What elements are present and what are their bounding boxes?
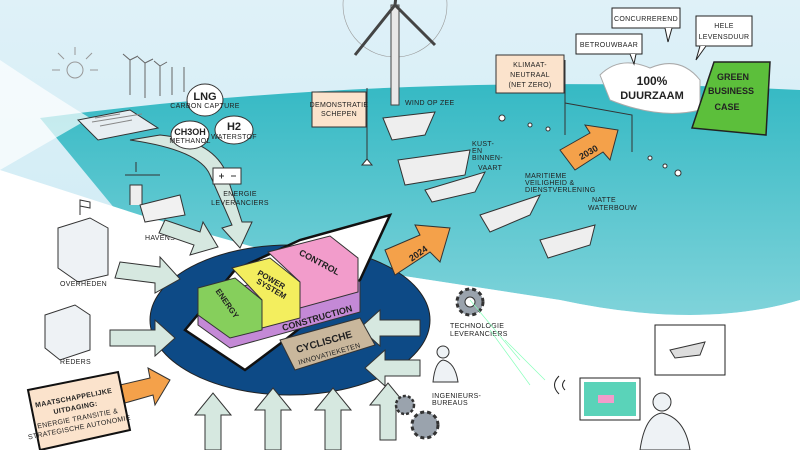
arrow-reders xyxy=(109,318,176,358)
buoys xyxy=(498,114,682,177)
cargo-ship-icon xyxy=(397,149,486,203)
natte-label-1: NATTE xyxy=(592,197,616,204)
ship-screen-bubble xyxy=(654,324,726,376)
fuel-hydrogen-title: H2 xyxy=(227,121,241,133)
fuel-lng-sub: CARBON CAPTURE xyxy=(170,103,240,110)
arrow-bottom-3 xyxy=(313,387,353,450)
fuel-hydrogen: H2 WATERSTOF xyxy=(211,115,257,145)
fuel-lng: LNG CARBON CAPTURE xyxy=(170,83,240,117)
arrow-bottom-2 xyxy=(253,387,293,450)
gear-icon xyxy=(455,287,485,317)
computer-monitor-icon xyxy=(579,377,641,421)
signal-lines xyxy=(469,299,546,386)
wind-ship-icon xyxy=(382,111,436,141)
tech-label-2: LEVERANCIERS xyxy=(450,331,508,338)
fuel-hydrogen-sub: WATERSTOF xyxy=(211,134,257,141)
demo-label-2: SCHEPEN xyxy=(321,111,357,118)
natte-label-2: WATERBOUW xyxy=(588,205,637,212)
pier xyxy=(564,60,633,152)
arrow-havens xyxy=(158,219,219,256)
book-label-1: GREEN xyxy=(717,72,749,82)
arrow-bottom-4 xyxy=(368,382,408,441)
fuel-methanol: CH3OH METHANOL xyxy=(169,120,210,150)
module-power-system xyxy=(231,257,301,329)
klimaat-label-3: (NET ZERO) xyxy=(509,82,552,89)
kust-binnenvaart-label: KUST- EN BINNEN- VAART xyxy=(472,141,503,172)
arrow-overheden xyxy=(114,255,181,294)
sun-icon xyxy=(52,47,98,79)
concurrerend-label: CONCURREREND xyxy=(614,16,678,23)
shore-haze xyxy=(0,60,90,170)
klimaat-label-1: KLIMAAT- xyxy=(513,62,547,69)
duurzaam-label-1: 100% xyxy=(637,74,668,88)
offshore-wind-turbine-icon xyxy=(342,0,448,106)
arrow-ingenieurs xyxy=(364,348,421,388)
book-label-2: BUSINESS xyxy=(708,86,754,96)
person-at-computer-icon xyxy=(639,392,691,450)
levensduur-label-1: HELE xyxy=(714,23,734,30)
stakeholder-arrows xyxy=(109,219,421,450)
modular-blocks: ENERGY POWER SYSTEM CONTROL CONSTRUCTION xyxy=(197,235,361,349)
betrouwbaar-label: BETROUWBAAR xyxy=(580,42,638,49)
battery-icon xyxy=(212,167,242,185)
demonstratie-schepen-flag: DEMONSTRATIE SCHEPEN xyxy=(310,88,374,166)
shipowners-building-icon xyxy=(44,304,91,361)
callout-levensduur: HELE LEVENSDUUR xyxy=(695,15,753,61)
ingenieurs-label-2: BUREAUS xyxy=(432,400,468,407)
maritiem-label-1: MARITIEME xyxy=(525,173,567,180)
tech-label-1: TECHNOLOGIE xyxy=(450,323,504,330)
milestone-2030-arrow: 2030 xyxy=(559,124,619,171)
demo-label-1: DEMONSTRATIE xyxy=(310,102,369,109)
solar-panel-icon xyxy=(76,109,160,141)
module-control xyxy=(266,235,359,309)
maritiem-label-3: DIENSTVERLENING xyxy=(525,187,596,194)
challenge-arrow xyxy=(119,367,171,407)
engineer-person-icon xyxy=(432,345,459,383)
dredger-icon xyxy=(539,224,596,259)
callout-betrouwbaar: BETROUWBAAR xyxy=(575,33,643,66)
energie-label-2: LEVERANCIERS xyxy=(211,200,269,207)
wind-farm-icon xyxy=(122,53,185,98)
kust-label-2: EN xyxy=(472,148,482,155)
levensduur-label-2: LEVENSDUUR xyxy=(699,34,750,41)
fuel-methanol-sub: METHANOL xyxy=(169,138,210,145)
kust-label-1: KUST- xyxy=(472,141,494,148)
fuel-methanol-title: CH3OH xyxy=(174,127,206,137)
wind-op-zee-label: WIND OP ZEE xyxy=(405,100,454,107)
arrow-bottom-1 xyxy=(193,392,233,450)
maritiem-label-2: VEILIGHEID & xyxy=(525,180,575,187)
fuel-lng-title: LNG xyxy=(193,91,216,103)
klimaat-label-2: NEUTRAAL xyxy=(510,72,550,79)
energie-label-1: ENERGIE xyxy=(223,191,257,198)
callout-concurrerend: CONCURREREND xyxy=(611,7,681,43)
gears-icon xyxy=(394,394,440,440)
overheden-label: OVERHEDEN xyxy=(60,281,107,288)
book-label-3: CASE xyxy=(714,102,739,112)
government-building-icon xyxy=(57,199,109,283)
ingenieurs-label-1: INGENIEURS- xyxy=(432,393,482,400)
patrol-ship-icon xyxy=(479,194,541,233)
duurzaam-burst xyxy=(599,62,701,114)
port-crane-icon xyxy=(125,162,186,223)
wifi-icon xyxy=(554,375,566,395)
duurzaam-label-2: DUURZAAM xyxy=(620,90,684,102)
kust-label-3: BINNEN- xyxy=(472,155,503,162)
green-business-case-book: GREEN BUSINESS CASE xyxy=(690,61,771,136)
kust-label-4: VAART xyxy=(478,165,503,172)
module-energy xyxy=(197,277,263,339)
klimaatneutraal-flag: KLIMAAT- NEUTRAAL (NET ZERO) xyxy=(495,54,565,94)
havens-label: HAVENS xyxy=(145,235,175,242)
reders-label: REDERS xyxy=(60,359,91,366)
